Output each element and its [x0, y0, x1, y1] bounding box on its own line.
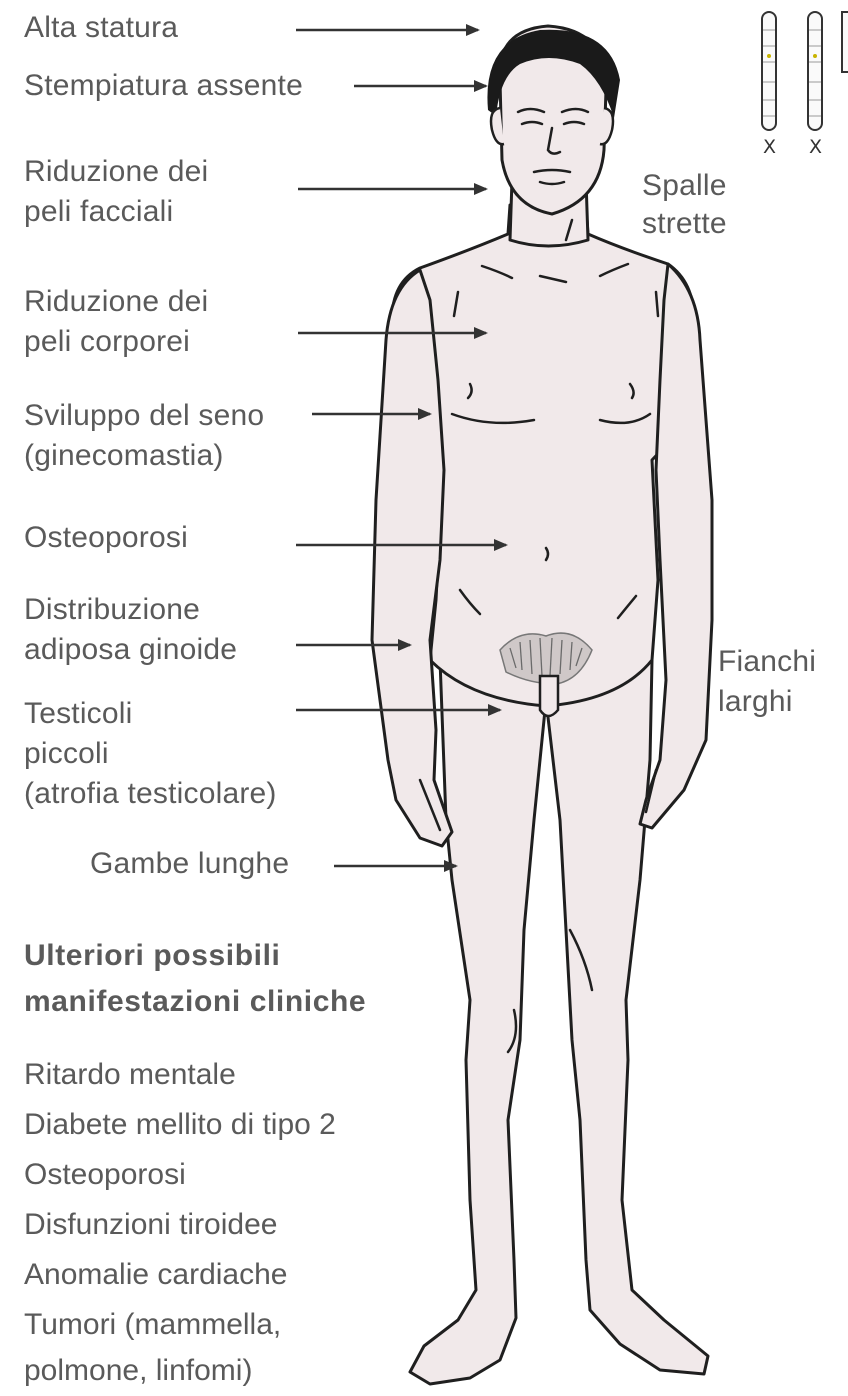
further-item: Osteoporosi [24, 1150, 186, 1200]
label-riduzione-peli-facciali-1: Riduzione dei [24, 152, 208, 192]
label-gambe-lunghe: Gambe lunghe [90, 844, 289, 884]
label-testicoli-1: Testicoli [24, 694, 133, 734]
label-spalle-strette-1: Spalle [642, 166, 727, 206]
further-item: Ritardo mentale [24, 1050, 236, 1100]
label-sviluppo-seno-1: Sviluppo del seno [24, 396, 264, 436]
label-riduzione-peli-corporei-1: Riduzione dei [24, 282, 208, 322]
label-testicoli-3: (atrofia testicolare) [24, 774, 277, 814]
label-fianchi-larghi-1: Fianchi [718, 642, 816, 682]
further-item: Anomalie cardiache [24, 1250, 287, 1300]
label-osteoporosi: Osteoporosi [24, 518, 188, 558]
further-heading-1: Ulteriori possibili [24, 934, 280, 978]
label-distribuzione-1: Distribuzione [24, 590, 200, 630]
label-sviluppo-seno-2: (ginecomastia) [24, 436, 224, 476]
chromosome-label: X [809, 136, 822, 158]
label-riduzione-peli-corporei-2: peli corporei [24, 322, 190, 362]
label-alta-statura: Alta statura [24, 8, 178, 48]
label-testicoli-2: piccoli [24, 734, 109, 774]
chromosome-label: X [763, 136, 776, 158]
xx-chromosomes [762, 12, 848, 130]
label-fianchi-larghi-2: larghi [718, 682, 793, 722]
label-distribuzione-2: adiposa ginoide [24, 630, 237, 670]
further-heading-2: manifestazioni cliniche [24, 980, 366, 1024]
further-item: Tumori (mammella, [24, 1300, 281, 1350]
label-stempiatura-assente: Stempiatura assente [24, 66, 303, 106]
further-item: Diabete mellito di tipo 2 [24, 1100, 336, 1150]
further-item: Disfunzioni tiroidee [24, 1200, 277, 1250]
label-spalle-strette-2: strette [642, 204, 727, 244]
label-riduzione-peli-facciali-2: peli facciali [24, 192, 173, 232]
